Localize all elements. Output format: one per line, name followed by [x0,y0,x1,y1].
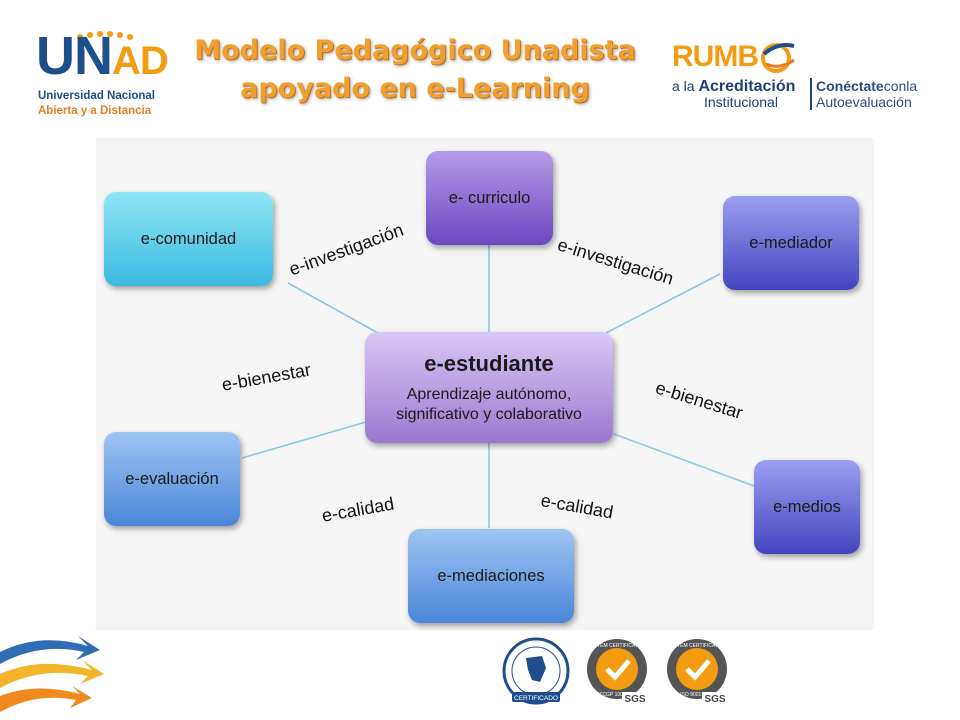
connector-comunidad [287,282,379,334]
seal1-text: CERTIFICADO [514,695,558,702]
node-estudiante: e-estudiante Aprendizaje autónomo, signi… [365,332,613,443]
rumbo-logo: RUMB a la Acreditación Institucional Con… [672,36,942,116]
check-icon [685,659,711,681]
rumbo-right-line1: Conéctateconla [816,78,918,94]
seal3-brand: SGS [704,694,725,705]
connector-evaluacion [241,421,367,459]
connector-mediador [605,273,721,334]
title-line2: apoyado en e-Learning [240,73,590,104]
seal3-bottom-text: ISO 9001:2008 [680,692,714,698]
node-curriculo: e- curriculo [426,151,553,245]
node-medios: e-medios [754,460,860,554]
rumbo-divider [810,78,812,110]
certification-seal-1: CERTIFICADO [502,637,570,705]
center-title: e-estudiante [424,350,554,376]
seal2-brand: SGS [624,694,645,705]
node-evaluacion: e-evaluación [104,432,240,526]
certification-seal-2: SYSTEM CERTIFICATION NTCGP 1000:2004 SGS [587,639,648,705]
seal2-bottom-text: NTCGP 1000:2004 [596,692,639,698]
footer-arrows-icon [0,636,104,712]
page-title: Modelo Pedagógico Unadista apoyado en e-… [170,32,660,108]
title-line1: Modelo Pedagógico Unadista [194,35,636,66]
node-comunidad: e-comunidad [104,192,273,286]
certification-seal-3: SYSTEM CERTIFICATION ISO 9001:2008 SGS [667,639,728,705]
seal2-top-text: SYSTEM CERTIFICATION [587,643,647,649]
rumbo-swirl-icon [761,43,795,73]
unad-logo: UNAD Universidad Nacional Abierta y a Di… [36,28,169,123]
unad-dots-icon [77,31,133,40]
node-mediaciones: e-mediaciones [408,529,574,623]
node-mediador: e-mediador [723,196,859,290]
connector-medios [613,433,755,487]
check-icon [605,659,631,681]
rumbo-line1: a la Acreditación [672,78,796,95]
unad-logo-line2: Abierta y a Distancia [38,105,152,117]
rumbo-right-line2: Autoevaluación [816,94,912,110]
seal3-top-text: SYSTEM CERTIFICATION [667,643,727,649]
unad-logo-mark: UNAD [36,26,169,86]
map-icon [526,656,546,682]
rumbo-word: RUMB [672,40,759,73]
unad-logo-line1: Universidad Nacional [38,90,155,102]
rumbo-line2: Institucional [704,94,778,110]
center-description: Aprendizaje autónomo, significativo y co… [396,385,582,423]
